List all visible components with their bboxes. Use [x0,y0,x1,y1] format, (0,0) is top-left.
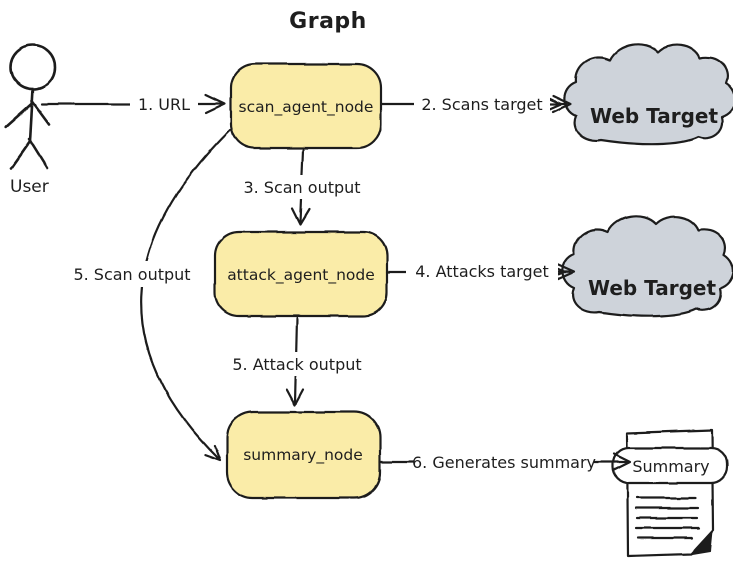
node-scan-agent-box [229,62,383,150]
edge-label-6-generates-summary: 6. Generates summary [412,453,596,472]
user-leg-left [9,139,32,170]
cloud-web-target-1-icon [563,43,733,146]
edge-5-scan-output [140,128,232,462]
edge-label-bg [233,175,371,199]
node-summary-label: summary_node [243,446,363,465]
edge-label-5-attack-output: 5. Attack output [232,355,361,374]
node-attack-agent-label: attack_agent_node [227,266,375,285]
edge-label-bg [225,352,369,376]
arrowhead-icon [612,452,632,472]
edge-label-1-url: 1. URL [138,95,190,114]
edge-label-bg [414,450,594,474]
arrowhead-icon [204,93,227,115]
edge-label-4-attacks-target: 4. Attacks target [415,262,549,281]
edge-curve [140,128,232,461]
edge-label-bg [406,259,558,283]
node-summary-box [225,410,382,500]
cloud-web-target-2-label: Web Target [588,276,716,300]
user-label: User [10,177,49,197]
summary-document-icon [611,428,729,558]
text-layer: Graph User scan_agent_node attack_agent_… [10,9,718,476]
edge-label-backgrounds [68,92,594,474]
arrowhead-icon [285,388,305,407]
arrowhead-icon [203,443,222,462]
node-attack-agent-box [213,230,389,318]
sketch-layer [4,43,733,558]
document-folded-corner [691,530,713,555]
user-head [9,43,57,91]
edge-label-bg [130,92,198,116]
edge-label-3-scan-output: 3. Scan output [243,178,360,197]
arrowhead-icon [290,206,311,226]
user-figure-icon [4,43,57,170]
arrowhead-icon [551,94,572,114]
edge-label-bg [414,92,550,116]
user-arm-left [4,101,35,129]
document-summary-label: Summary [632,457,709,476]
user-arm-right [30,99,51,126]
edge-label-bg [68,261,196,287]
node-scan-agent-label: scan_agent_node [239,98,374,117]
diagram-title: Graph [289,9,367,34]
edge-label-2-scans-target: 2. Scans target [421,95,542,114]
arrowhead-icon [543,95,563,113]
arrowhead-icon [554,262,576,282]
user-leg-right [27,137,49,170]
edge-label-5-scan-output: 5. Scan output [73,265,190,284]
user-body [28,87,35,143]
document-title-pill [611,446,729,485]
cloud-web-target-2-icon [561,215,733,318]
cloud-web-target-1-label: Web Target [590,104,718,128]
